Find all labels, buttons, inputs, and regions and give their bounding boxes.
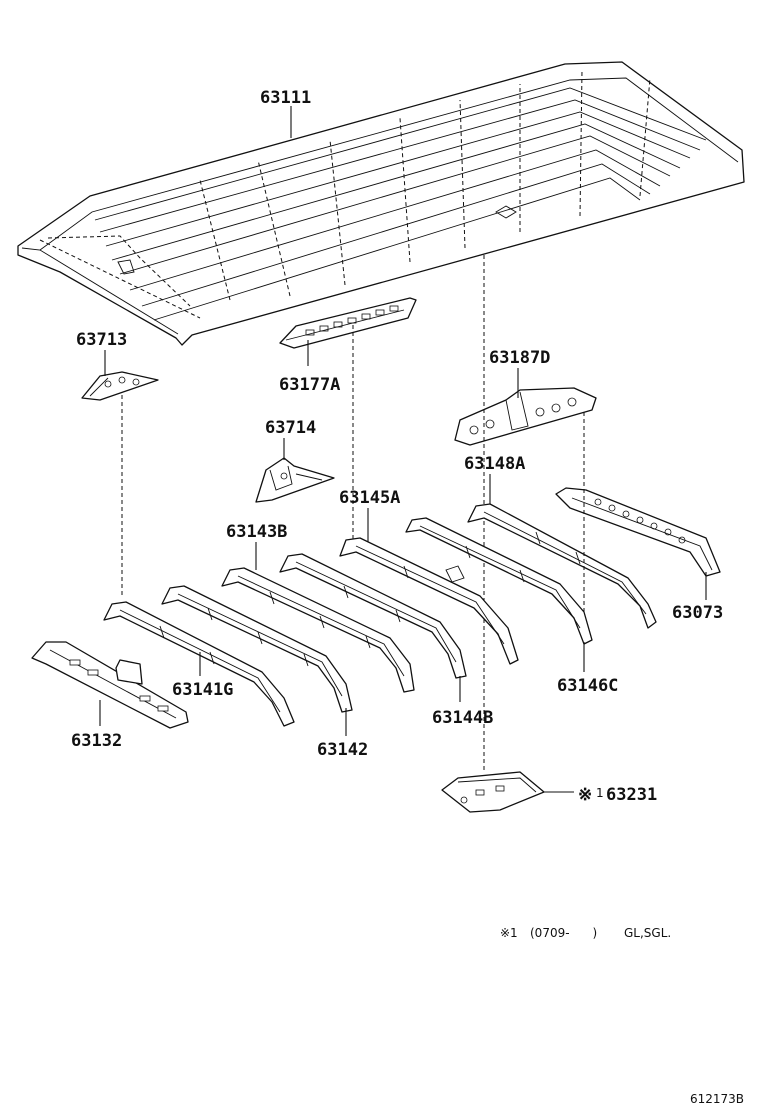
note-mark-63231: ※ <box>578 785 592 805</box>
label-63187d: 63187D <box>489 348 550 368</box>
roof-bow-63144b[interactable] <box>279 553 467 679</box>
front-corner-gusset[interactable] <box>81 371 159 401</box>
roof-bow-63148a[interactable] <box>467 503 657 629</box>
roof-bow-63141g[interactable] <box>103 601 295 727</box>
label-63141g: 63141G <box>172 680 233 700</box>
label-63177a: 63177A <box>279 375 340 395</box>
label-63148a: 63148A <box>464 454 525 474</box>
rear-reinforcement[interactable] <box>454 387 597 446</box>
roof-bow-63142[interactable] <box>161 585 353 713</box>
roof-bow-63145a[interactable] <box>339 537 519 665</box>
label-63111: 63111 <box>260 88 311 108</box>
diagram-reference-code: 612173B <box>690 1092 744 1106</box>
label-63146c: 63146C <box>557 676 618 696</box>
label-63713: 63713 <box>76 330 127 350</box>
sunroof-bracket[interactable] <box>441 771 545 813</box>
label-63132: 63132 <box>71 731 122 751</box>
front-header-panel[interactable] <box>31 641 189 729</box>
center-gusset[interactable] <box>255 457 335 503</box>
label-63143b: 63143B <box>226 522 287 542</box>
note-index-63231: 1 <box>596 786 604 800</box>
roof-panel[interactable] <box>17 61 745 346</box>
roof-bow-63143b[interactable] <box>221 567 415 693</box>
label-63144b: 63144B <box>432 708 493 728</box>
rear-header-panel[interactable] <box>555 487 721 577</box>
label-63142: 63142 <box>317 740 368 760</box>
label-63145a: 63145A <box>339 488 400 508</box>
label-63231: 63231 <box>606 785 657 805</box>
label-63714: 63714 <box>265 418 316 438</box>
label-63073: 63073 <box>672 603 723 623</box>
footnote-date-range: (0709- ) <box>530 926 597 940</box>
footnote-models: GL,SGL. <box>624 926 671 940</box>
footnote-symbol: ※1 <box>500 926 518 940</box>
roof-bow-63146c[interactable] <box>405 517 593 645</box>
roof-reinforcement-a[interactable] <box>279 297 417 349</box>
